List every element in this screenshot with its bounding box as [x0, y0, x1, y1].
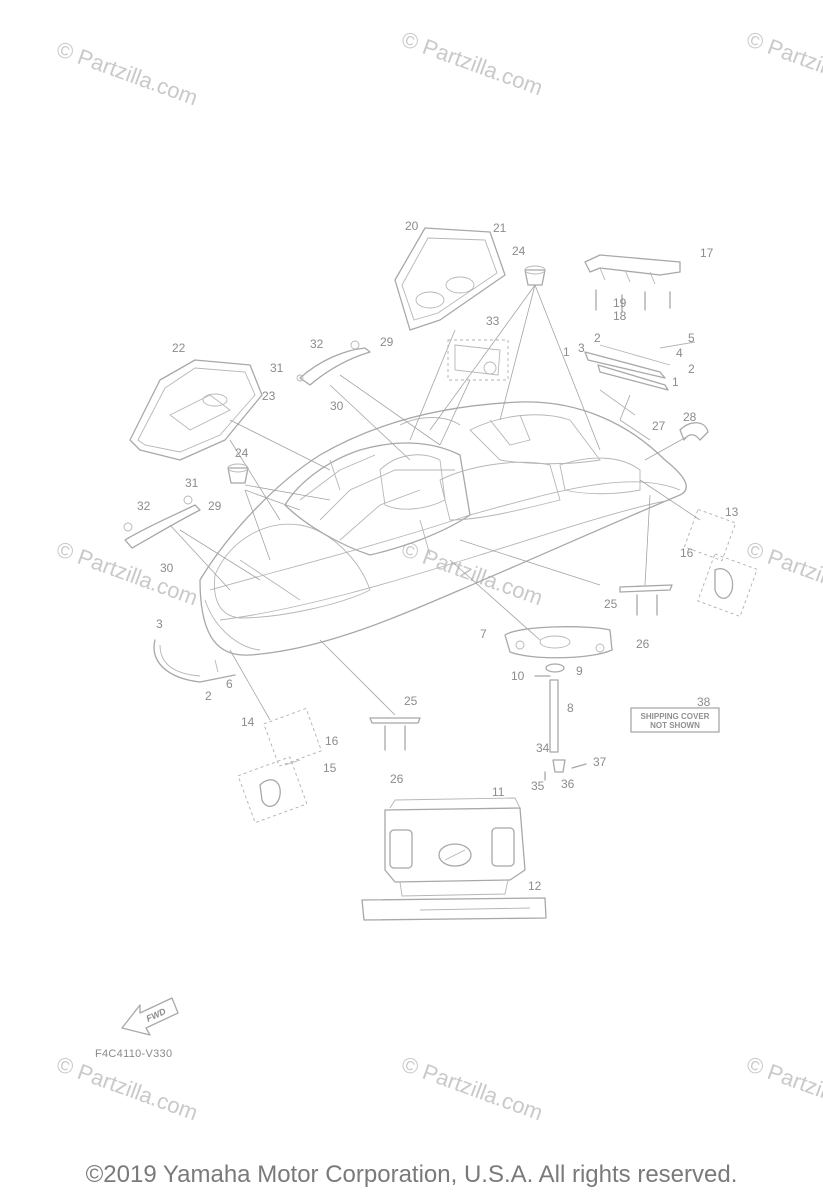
tow-eye-right	[683, 508, 758, 617]
callout-24-lower: 24	[235, 446, 249, 460]
callout-7: 7	[480, 627, 487, 641]
strip-12	[361, 897, 547, 921]
callout-4: 4	[676, 346, 683, 360]
grab-handle-lower	[123, 495, 201, 549]
callout-30-upper: 30	[330, 399, 344, 413]
callout-19: 19	[613, 296, 627, 310]
callout-2-right-b: 2	[688, 362, 695, 376]
callout-2-right: 2	[594, 331, 601, 345]
callout-29-upper: 29	[380, 335, 394, 349]
callout-28: 28	[683, 410, 697, 424]
callout-29-lower: 29	[208, 499, 222, 513]
callout-32-lower: 32	[137, 499, 151, 513]
callout-9: 9	[576, 664, 583, 678]
callout-3-left: 3	[156, 617, 163, 631]
callout-30-lower: 30	[160, 561, 174, 575]
callout-16-left: 16	[325, 734, 339, 748]
callout-31-upper: 31	[270, 361, 284, 375]
callout-31-lower: 31	[185, 476, 199, 490]
callout-38: 38	[697, 695, 711, 709]
bracket-17	[584, 254, 681, 313]
callout-23: 23	[262, 389, 276, 403]
callout-20: 20	[405, 219, 419, 233]
watermark-7: © Partzilla.com	[53, 1051, 201, 1125]
grab-handle-upper	[296, 340, 371, 386]
callout-18: 18	[613, 309, 627, 323]
copyright-notice: ©2019 Yamaha Motor Corporation, U.S.A. A…	[85, 1161, 738, 1188]
watermark-9: © Partzilla.com	[743, 1051, 823, 1125]
callout-37: 37	[593, 755, 607, 769]
callout-36: 36	[561, 777, 575, 791]
callout-21: 21	[493, 221, 507, 235]
note-line-1: SHIPPING COVER	[641, 712, 710, 721]
cooler-11	[384, 797, 526, 897]
panel-33	[447, 339, 509, 381]
watermarks: © Partzilla.com © Partzilla.com © Partzi…	[53, 26, 823, 1125]
callout-10: 10	[511, 669, 525, 683]
ladder-assembly	[504, 626, 613, 753]
callout-8: 8	[567, 701, 574, 715]
note-box: SHIPPING COVER NOT SHOWN	[630, 707, 720, 733]
callout-14: 14	[241, 715, 255, 729]
callout-1-lower: 1	[672, 375, 679, 389]
callout-34: 34	[536, 741, 550, 755]
cleat-right	[619, 584, 673, 616]
callout-27: 27	[652, 419, 666, 433]
callout-6: 6	[226, 677, 233, 691]
callout-22: 22	[172, 341, 186, 355]
storage-box-upper	[394, 227, 506, 331]
callout-16-right: 16	[680, 546, 694, 560]
watermark-8: © Partzilla.com	[398, 1051, 546, 1125]
diagram-code: F4C4110-V330	[95, 1048, 172, 1060]
callout-35: 35	[531, 779, 545, 793]
callout-26-lower: 26	[390, 772, 404, 786]
watermark-3: © Partzilla.com	[743, 26, 823, 100]
callout-3-right: 3	[578, 341, 585, 355]
boat-hull-drawing	[199, 401, 687, 656]
fwd-arrow: FWD	[121, 997, 179, 1036]
callout-26-right: 26	[636, 637, 650, 651]
fairlead-27	[679, 422, 709, 441]
tow-eye-left	[237, 707, 323, 824]
callout-25-right: 25	[604, 597, 618, 611]
callout-32-upper: 32	[310, 337, 324, 351]
callout-1-upper: 1	[563, 345, 570, 359]
leader-lines	[169, 284, 701, 721]
callout-15: 15	[323, 761, 337, 775]
rail-assembly	[584, 341, 696, 416]
watermark-2: © Partzilla.com	[398, 26, 546, 100]
callout-25-lower: 25	[404, 694, 418, 708]
watermark-4: © Partzilla.com	[53, 536, 201, 610]
callout-12: 12	[528, 879, 542, 893]
callout-13: 13	[725, 505, 739, 519]
cup-holder-upper	[524, 265, 546, 286]
cleat-lower	[369, 717, 421, 751]
callout-2-left: 2	[205, 689, 212, 703]
callout-11: 11	[492, 785, 505, 799]
callout-5: 5	[688, 331, 695, 345]
callout-17: 17	[700, 246, 714, 260]
callout-24-upper: 24	[512, 244, 526, 258]
fastener-set	[544, 759, 587, 781]
callout-33: 33	[486, 314, 500, 328]
storage-box-left	[129, 359, 263, 461]
watermark-6: © Partzilla.com	[743, 536, 823, 610]
note-line-2: NOT SHOWN	[650, 721, 700, 730]
bow-rail	[153, 639, 236, 683]
watermark-1: © Partzilla.com	[53, 36, 201, 110]
cup-holder-lower	[227, 463, 249, 484]
callout-labels: 20 21 24 17 19 18 33 2 5 3 1 4 2 1 32 29…	[137, 219, 739, 893]
